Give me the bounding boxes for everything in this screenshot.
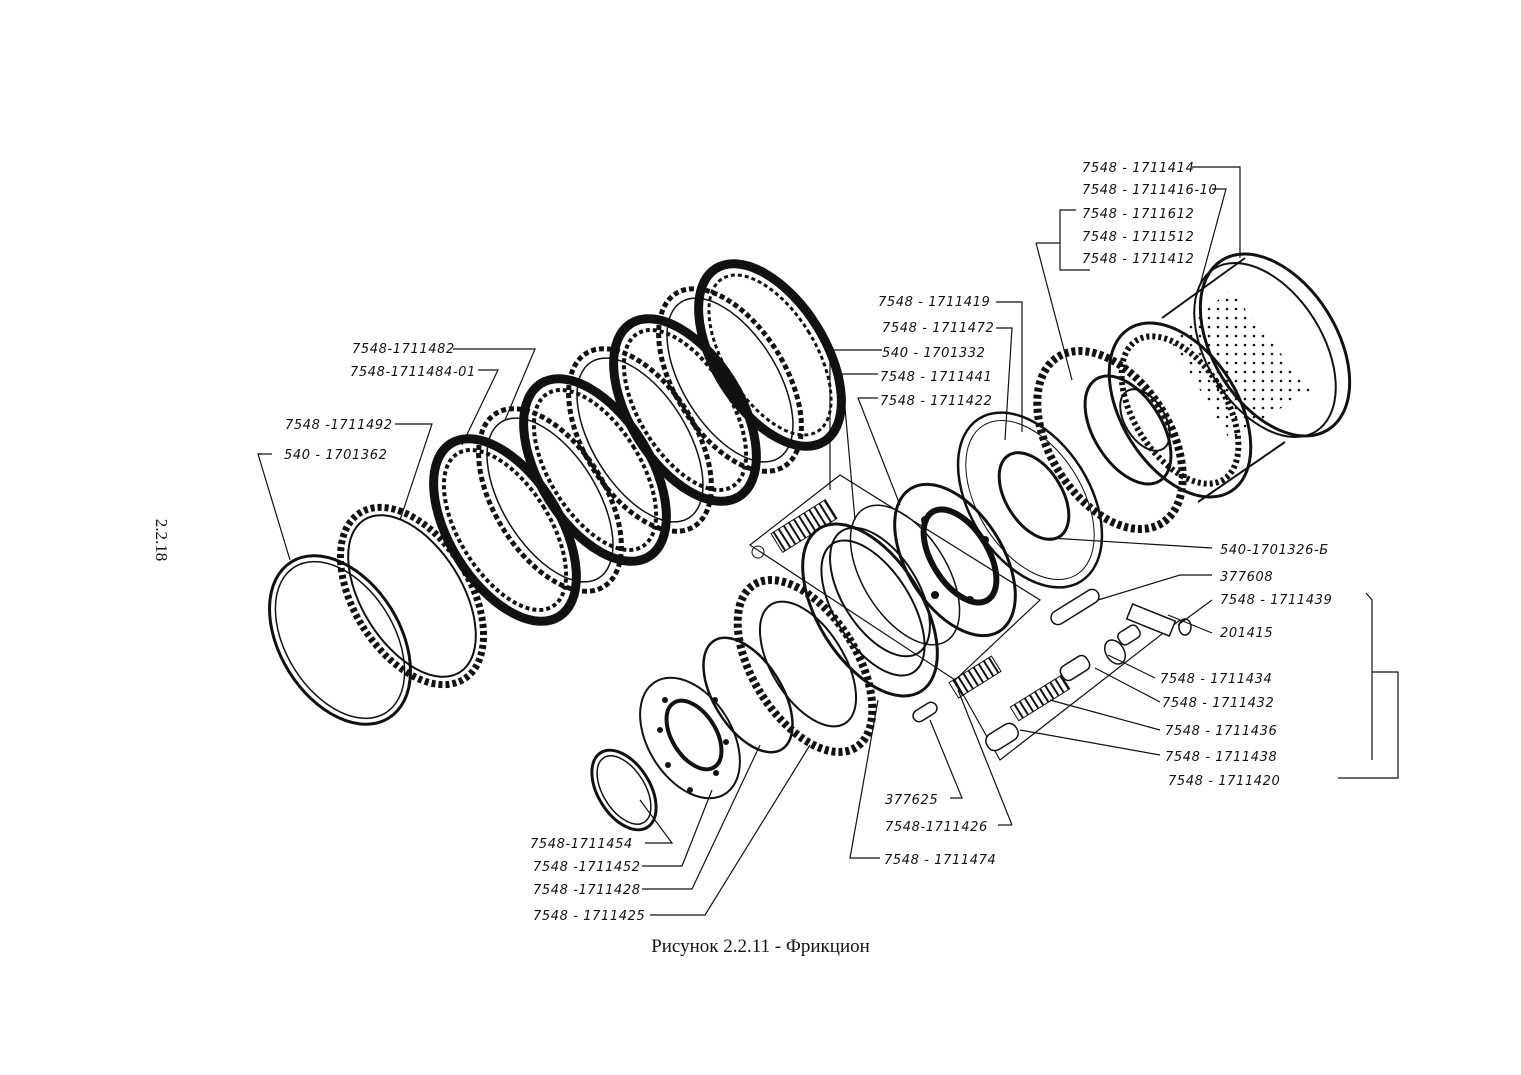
label-7548-1711414: 7548 - 1711414 — [1082, 161, 1194, 176]
label-7548-1711439: 7548 - 1711439 — [1220, 593, 1332, 608]
springs-7548-1711426 — [770, 499, 1002, 699]
pin-377608 — [1050, 588, 1100, 626]
figure-caption: Рисунок 2.2.11 - Фрикцион — [651, 936, 870, 957]
label-7548-1711432: 7548 - 1711432 — [1162, 696, 1274, 711]
snap-ring-540-1701362 — [268, 554, 412, 726]
clutch-disc — [656, 286, 804, 474]
label-7548-1711412: 7548 - 1711412 — [1082, 252, 1194, 267]
label-377608: 377608 — [1220, 570, 1273, 585]
label-7548-1711441: 7548 - 1711441 — [880, 370, 992, 385]
ring-7548-1711441 — [849, 504, 961, 646]
label-7548-1711474: 7548 - 1711474 — [884, 853, 996, 868]
label-540-1701332: 540 - 1701332 — [882, 346, 985, 361]
label-7548-1711420: 7548 - 1711420 — [1168, 774, 1280, 789]
label-7548-1711482: 7548-1711482 — [352, 342, 455, 357]
snap-ring-7548-1711416 — [1198, 252, 1352, 438]
label-7548-1711484-01: 7548-1711484-01 — [350, 365, 476, 380]
label-7548-1711438: 7548 - 1711438 — [1165, 750, 1277, 765]
plate-540-1701326 — [956, 411, 1104, 589]
seal-540-1701332 — [829, 526, 931, 658]
pin-377625 — [912, 701, 938, 723]
label-540-1701326: 540-1701326-Б — [1220, 543, 1329, 558]
piston-7548-1711422 — [893, 482, 1017, 638]
label-201415: 201415 — [1220, 626, 1273, 641]
label-7548-1711472: 7548 - 1711472 — [882, 321, 994, 336]
label-7548-1711512: 7548 - 1711512 — [1082, 230, 1194, 245]
valve-assembly-7548-1711420 — [985, 602, 1192, 752]
label-7548-1711454: 7548-1711454 — [530, 837, 633, 852]
label-7548-1711612: 7548 - 1711612 — [1082, 207, 1194, 222]
retaining-ring-7548-1711454 — [590, 748, 658, 832]
label-7548-1711422: 7548 - 1711422 — [880, 394, 992, 409]
label-7548-1711434: 7548 - 1711434 — [1160, 672, 1272, 687]
drum-7548-1711414 — [1107, 257, 1337, 503]
clutch-disc — [694, 259, 846, 451]
leader-lines — [257, 166, 1399, 916]
part-labels: 7548 - 1711414 7548 - 1711416-10 7548 - … — [284, 161, 1332, 924]
label-7548-1711425: 7548 - 1711425 — [533, 909, 645, 924]
seal-ring-7548-1711428 — [702, 636, 794, 754]
clutch-disc-pack — [429, 259, 846, 626]
label-7548-1711426: 7548-1711426 — [885, 820, 988, 835]
gear-disc-7548-1711425 — [733, 576, 877, 756]
label-7548-1711492: 7548 -1711492 — [285, 418, 393, 433]
label-7548-1711452: 7548 -1711452 — [533, 860, 641, 875]
label-540-1701362: 540 - 1701362 — [284, 448, 387, 463]
label-7548-1711416-10: 7548 - 1711416-10 — [1082, 183, 1217, 198]
hub-gear-7548-1711412 — [1033, 347, 1187, 533]
label-377625: 377625 — [885, 793, 938, 808]
label-7548-1711436: 7548 - 1711436 — [1165, 724, 1277, 739]
label-7548-1711419: 7548 - 1711419 — [878, 295, 990, 310]
label-7548-1711428: 7548 -1711428 — [533, 883, 641, 898]
piston-plate-outline — [748, 474, 1181, 761]
flange-7548-1711452 — [639, 676, 741, 800]
